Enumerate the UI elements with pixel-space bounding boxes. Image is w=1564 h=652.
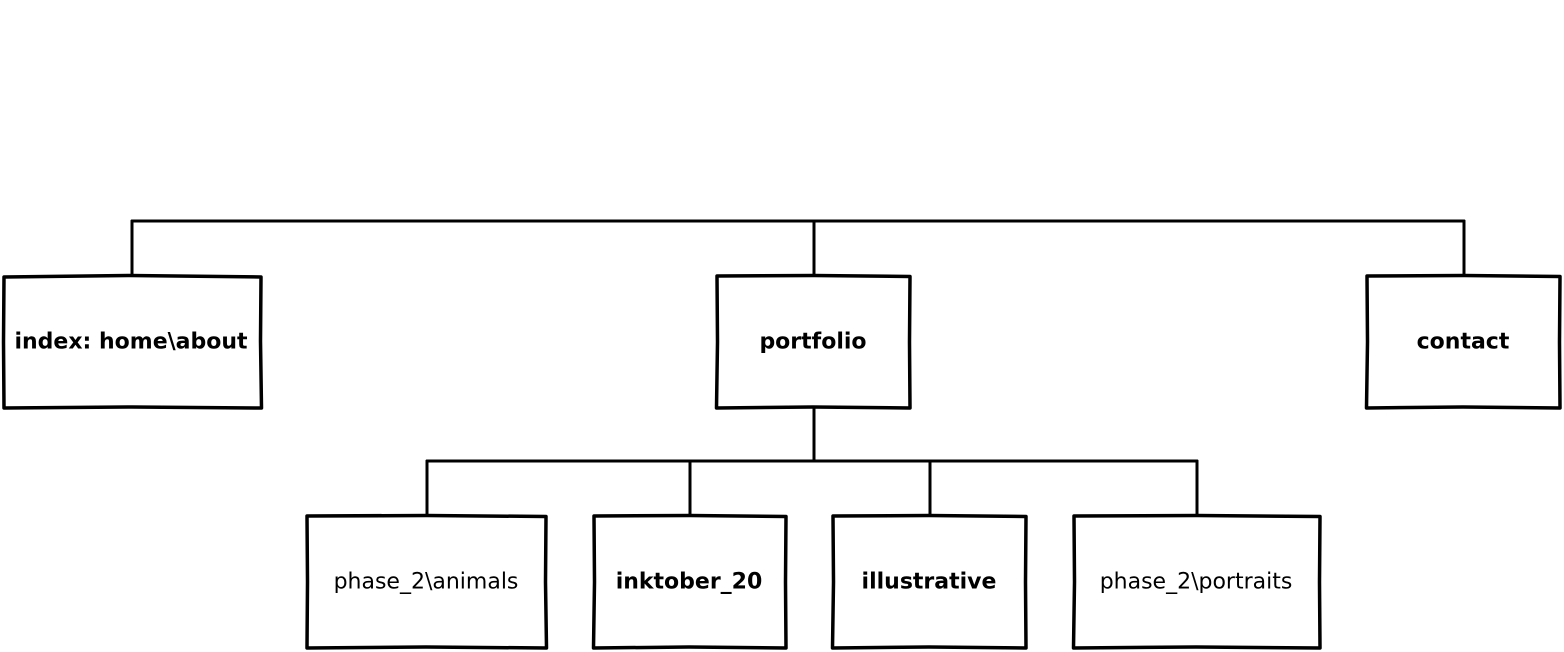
node-index: index: home\about — [1, 273, 264, 410]
node-contact: contact — [1364, 273, 1562, 410]
node-inktober: inktober_20 — [591, 513, 788, 650]
node-portfolio-box — [714, 273, 912, 410]
root-connectors — [130, 219, 1466, 278]
node-portfolio: portfolio — [714, 273, 912, 410]
node-contact-label: contact — [1417, 330, 1510, 355]
node-animals-box — [305, 513, 549, 650]
node-illustrative-label: illustrative — [862, 570, 997, 595]
node-portraits: phase_2\portraits — [1071, 513, 1322, 650]
node-portfolio-label: portfolio — [759, 330, 866, 355]
portfolio-connectors — [425, 406, 1199, 518]
node-animals-label: phase_2\animals — [334, 570, 519, 595]
node-portraits-box — [1071, 513, 1322, 650]
node-index-label: index: home\about — [14, 330, 248, 355]
node-inktober-box — [591, 513, 788, 650]
node-animals: phase_2\animals — [305, 513, 549, 650]
node-inktober-label: inktober_20 — [616, 570, 763, 595]
node-index-box — [1, 273, 264, 410]
node-illustrative-box — [830, 513, 1028, 650]
node-illustrative: illustrative — [830, 513, 1028, 650]
node-contact-box — [1364, 273, 1562, 410]
node-portraits-label: phase_2\portraits — [1100, 570, 1293, 595]
